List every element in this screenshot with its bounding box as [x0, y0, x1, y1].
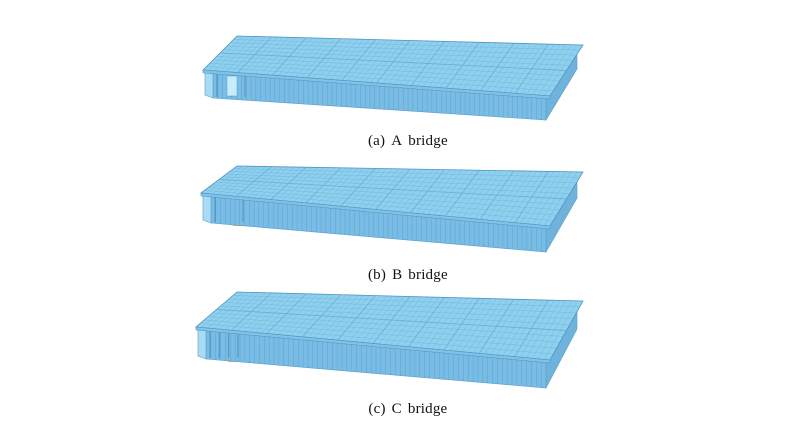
bridge-model-a — [202, 35, 584, 122]
caption-label-b: (b) — [367, 267, 387, 283]
stiffener-lines — [215, 195, 542, 252]
deck-mesh — [200, 291, 580, 360]
caption-suffix-b: bridge — [408, 267, 448, 283]
girder-cross-section — [204, 70, 246, 99]
bridge-model-b — [199, 165, 584, 254]
deck-edge — [200, 192, 551, 230]
caption-name-a: A — [391, 133, 403, 149]
deck-mesh — [206, 36, 580, 96]
deck-edge — [195, 326, 551, 364]
caption-name-c: C — [391, 401, 402, 417]
caption-label-a: (a) — [367, 133, 386, 149]
stiffener-lines — [210, 329, 542, 388]
girder-cross-section — [197, 327, 239, 360]
caption-suffix-c: bridge — [407, 401, 448, 417]
deck-mesh — [204, 165, 580, 226]
deck-edge — [202, 69, 551, 100]
caption-label-c: (c) — [368, 401, 386, 417]
caption-name-b: B — [392, 267, 403, 283]
caption-suffix-a: bridge — [408, 133, 448, 149]
bridge-model-c — [195, 291, 584, 389]
